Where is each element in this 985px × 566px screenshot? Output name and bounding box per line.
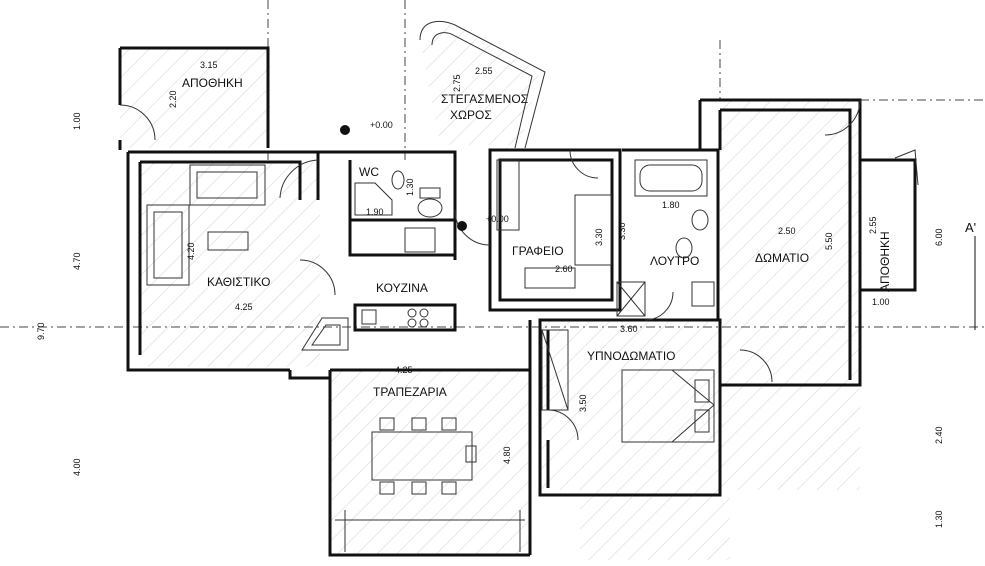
dim-right-mid: 2.40 xyxy=(934,426,944,444)
level-markers: +0.00 +0.00 xyxy=(340,120,509,231)
room-label-kitchen: ΚΟΥΖΙΝΑ xyxy=(376,281,428,295)
room-label-bathroom: ΛΟΥΤΡΟ xyxy=(650,254,699,268)
room-label-covered-2: ΧΩΡΟΣ xyxy=(450,108,492,122)
section-marker-label: A' xyxy=(965,220,976,235)
dim-right-top: 6.00 xyxy=(934,228,944,246)
room-label-dining: ΤΡΑΠΕΖΑΡΙΑ xyxy=(373,385,447,399)
room-label-covered-1: ΣΤΕΓΑΣΜΕΝΟΣ xyxy=(441,92,528,106)
dim-bedroom-depth: 3.50 xyxy=(578,394,588,412)
dim-storage-right-depth: 2.55 xyxy=(868,216,878,234)
dim-room-width: 2.50 xyxy=(778,226,796,236)
dim-office-depth: 3.30 xyxy=(594,228,604,246)
dim-bedroom-width: 3.60 xyxy=(620,324,638,334)
level-label-1: +0.00 xyxy=(370,120,393,130)
dim-dining-depth: 4.80 xyxy=(502,446,512,464)
room-label-room: ΔΩΜΑΤΙΟ xyxy=(755,251,809,265)
dim-left-mid: 4.70 xyxy=(72,252,82,270)
room-label-storage-left: ΑΠΟΘΗΚΗ xyxy=(182,76,243,90)
walls xyxy=(118,20,917,557)
room-label-bedroom: ΥΠΝΟΔΩΜΑΤΙΟ xyxy=(587,349,676,363)
dim-bath-width: 1.80 xyxy=(662,200,680,210)
room-labels: ΑΠΟΘΗΚΗ ΣΤΕΓΑΣΜΕΝΟΣ ΧΩΡΟΣ WC ΚΑΘΙΣΤΙΚΟ Κ… xyxy=(182,76,892,399)
dim-left-top: 1.00 xyxy=(72,112,82,130)
dim-left-bottom: 4.00 xyxy=(72,458,82,476)
dim-storage-width: 3.15 xyxy=(200,60,218,70)
dim-dining-width: 4.25 xyxy=(395,365,413,375)
dim-living-width: 4.25 xyxy=(235,302,253,312)
dim-wc-width: 1.90 xyxy=(366,207,384,217)
dim-right-bottom: 1.30 xyxy=(934,510,944,528)
dim-storage-right-width: 1.00 xyxy=(872,297,890,307)
dim-living-depth: 4.20 xyxy=(186,242,196,260)
room-label-wc: WC xyxy=(359,165,379,179)
dim-bath-depth: 3.30 xyxy=(617,222,627,240)
dim-covered-depth: 2.75 xyxy=(452,74,462,92)
dim-wc-depth: 1.30 xyxy=(405,178,415,196)
level-label-2: +0.00 xyxy=(486,214,509,224)
dim-room-depth: 5.50 xyxy=(824,232,834,250)
dim-left-total: 9.70 xyxy=(36,322,46,340)
dim-covered-width: 2.55 xyxy=(475,66,493,76)
hatched-floor-areas xyxy=(120,20,860,560)
furniture xyxy=(119,99,919,495)
dim-office-width: 2.60 xyxy=(555,264,573,274)
room-label-living: ΚΑΘΙΣΤΙΚΟ xyxy=(207,275,270,289)
section-marker: A' xyxy=(965,220,976,330)
dim-storage-depth: 2.20 xyxy=(168,90,178,108)
room-label-storage-right: ΑΠΟΘΗΚΗ xyxy=(878,231,892,292)
room-label-office: ΓΡΑΦΕΙΟ xyxy=(512,244,564,258)
dimension-labels: 3.15 2.20 2.75 2.55 1.00 4.70 9.70 4.00 … xyxy=(36,60,944,528)
